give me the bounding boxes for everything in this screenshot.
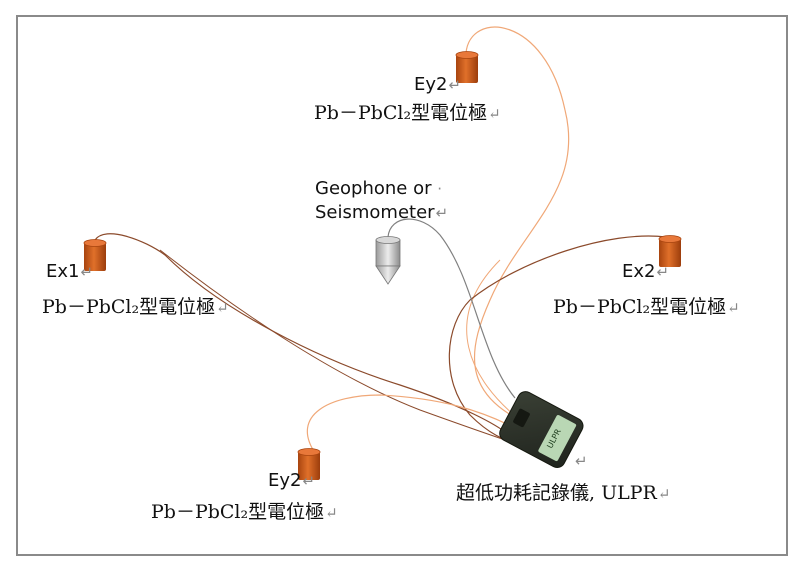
electrode-ey2-top-type: Pb－PbCl₂型電位極↵	[314, 102, 501, 124]
electrode-ey2-top-name: Ey2↵	[414, 74, 462, 95]
diagram-frame	[16, 15, 788, 556]
wire-ey2-top	[465, 26, 570, 421]
electrode-ey2-top-icon	[455, 51, 479, 83]
wire-ey2-bottom	[306, 394, 516, 454]
electrode-ex1-name: Ex1↵	[46, 261, 94, 282]
electrode-ex1-icon	[83, 239, 107, 271]
logger-label: 超低功耗記錄儀, ULPR↵	[456, 482, 671, 504]
electrode-ex2-name: Ex2↵	[622, 261, 670, 282]
electrode-ey2-bottom-name: Ey2↵	[268, 470, 316, 491]
wire-ey2-top-b	[466, 259, 521, 421]
wire-sensor	[387, 218, 516, 399]
electrode-ey2-bottom-type: Pb－PbCl₂型電位極↵	[151, 501, 338, 523]
geophone-icon	[375, 236, 401, 285]
wire-ex2	[448, 235, 667, 444]
sensor-label-line1: Geophone or ·	[315, 178, 443, 199]
electrode-ex2-type: Pb－PbCl₂型電位極↵	[553, 296, 740, 318]
electrode-ey2-bottom-icon	[297, 448, 321, 480]
electrode-ex2-icon	[658, 235, 682, 267]
logger-mark: ↵	[575, 452, 588, 470]
sensor-label-line2: Seismometer↵	[315, 202, 449, 223]
wire-ex1-b	[159, 249, 521, 446]
electrode-ex1-type: Pb－PbCl₂型電位極↵	[42, 296, 229, 318]
wire-ex1	[94, 233, 516, 441]
ulpr-logger-icon: ULPR	[499, 391, 584, 469]
